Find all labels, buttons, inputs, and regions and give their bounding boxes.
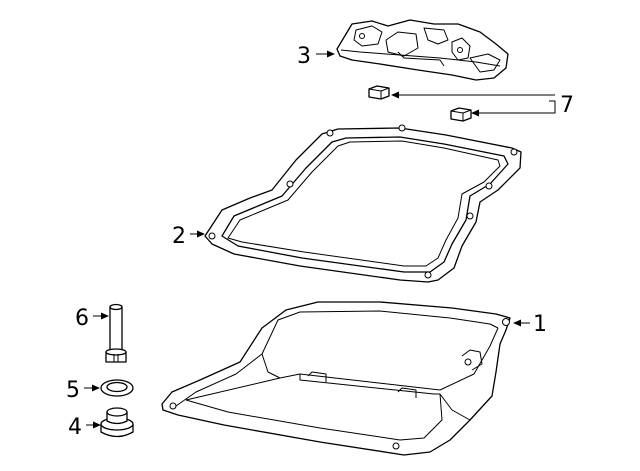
callout-3: 3	[297, 44, 311, 69]
callout-6: 6	[75, 306, 89, 331]
drain-plug-part-4	[100, 407, 134, 438]
clip-part-7b	[450, 107, 472, 122]
callout-7: 7	[560, 93, 574, 118]
callout-1: 1	[533, 312, 547, 337]
leader-lines	[84, 50, 556, 429]
filter-part-3	[336, 19, 509, 81]
callout-4: 4	[68, 415, 82, 440]
gasket-part-2	[204, 124, 522, 283]
seal-ring-part-5	[100, 379, 134, 397]
clip-part-7a	[368, 85, 390, 100]
callout-5: 5	[66, 378, 80, 403]
oil-pan-part-1	[161, 301, 511, 456]
callout-2: 2	[172, 224, 186, 249]
bolt-part-6	[105, 303, 127, 363]
